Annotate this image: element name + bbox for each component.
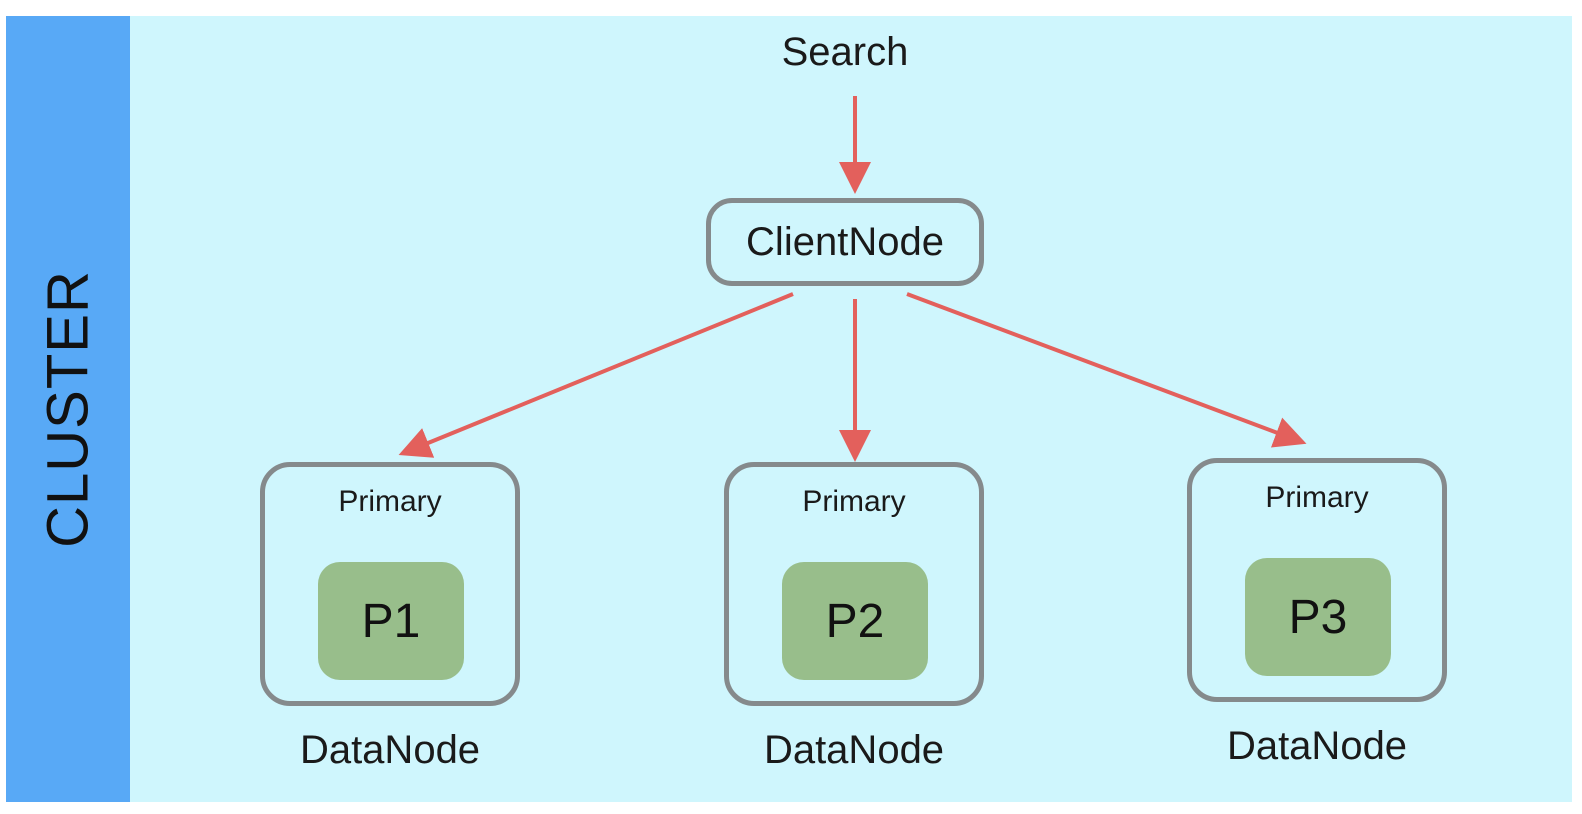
cluster-band xyxy=(6,16,130,802)
primary-label: Primary xyxy=(802,485,906,518)
shard-p3: P3 xyxy=(1245,558,1391,676)
client-node-label: ClientNode xyxy=(746,219,944,264)
data-node-3: Primary P3 xyxy=(1187,458,1447,702)
search-label: Search xyxy=(781,30,909,74)
client-node: ClientNode xyxy=(706,198,984,286)
primary-label: Primary xyxy=(338,485,442,518)
shard-p1: P1 xyxy=(318,562,464,680)
data-node-1: Primary P1 xyxy=(260,462,520,706)
data-node-1-label: DataNode xyxy=(299,728,481,772)
shard-p2: P2 xyxy=(782,562,928,680)
data-node-3-label: DataNode xyxy=(1226,724,1408,768)
data-node-2: Primary P2 xyxy=(724,462,984,706)
primary-label: Primary xyxy=(1265,481,1369,514)
data-node-2-label: DataNode xyxy=(763,728,945,772)
cluster-label: CLUSTER xyxy=(35,270,101,548)
